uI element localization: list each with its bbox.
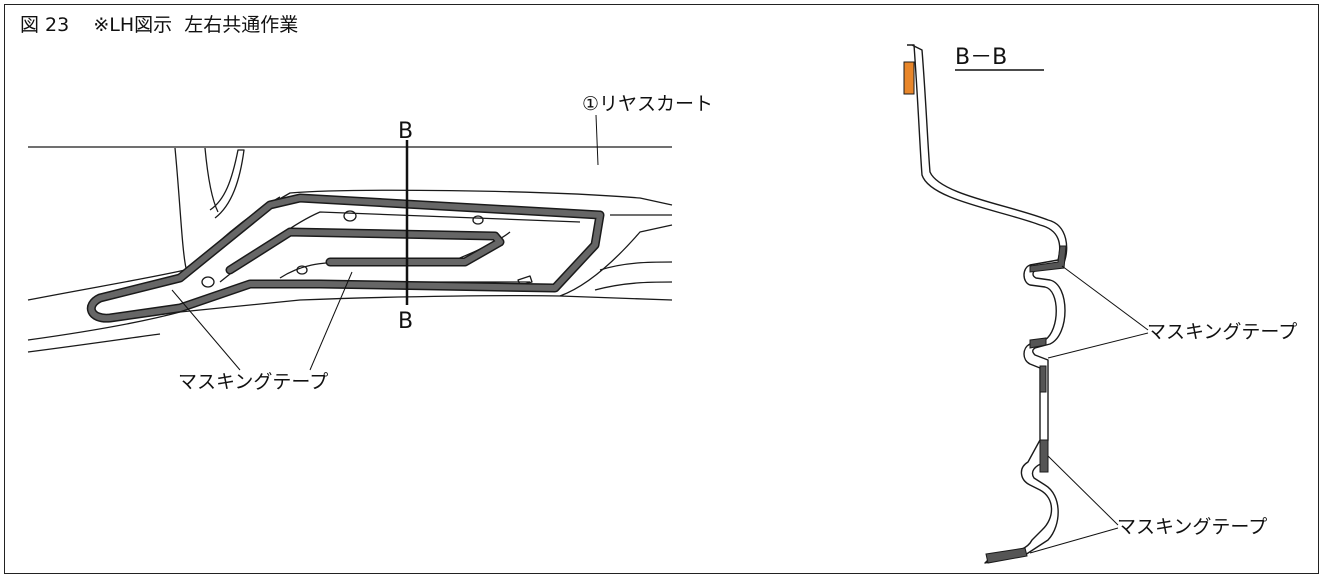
tape-strip — [985, 547, 1028, 564]
rear-skirt-view — [27, 146, 673, 353]
skirt-lower-edge-2 — [27, 333, 161, 353]
masking-tape-label-lower: マスキングテープ — [1117, 516, 1267, 538]
tape-strip — [1039, 365, 1047, 393]
tape-strip — [1029, 337, 1047, 349]
skirt-panel-edge — [174, 147, 187, 269]
section-title: B－B — [955, 45, 1007, 70]
leader-line — [1029, 527, 1119, 554]
section-label-top: B — [398, 119, 413, 144]
leader-line — [171, 289, 241, 371]
section-profile-outline — [907, 44, 1068, 564]
skirt-notch — [209, 149, 245, 219]
clip-hole — [472, 215, 484, 225]
skirt-right-line — [599, 261, 673, 271]
tape-strip — [1039, 439, 1049, 473]
part-label-rear-skirt: ①リヤスカート — [582, 93, 713, 115]
masking-tape-label: マスキングテープ — [178, 371, 328, 393]
section-label-bottom: B — [398, 309, 413, 334]
leader-line — [1061, 265, 1149, 331]
skirt-right-line-2 — [594, 281, 673, 291]
tape-strip — [1029, 245, 1067, 273]
figure-number: 図 23 — [20, 14, 70, 36]
figure-header: 図 23 ※LH図示 左右共通作業 — [20, 10, 298, 37]
tape-inner — [227, 229, 503, 273]
section-profile — [907, 44, 1068, 564]
leader-line — [595, 114, 599, 166]
orange-tape — [903, 61, 915, 95]
tape-outer — [88, 195, 603, 322]
leader-line — [1047, 455, 1119, 526]
leader-line — [309, 271, 353, 371]
masking-tape-section — [985, 245, 1067, 564]
skirt-right-curve — [559, 224, 673, 297]
clip-hole — [296, 265, 308, 275]
skirt-lower-edge — [27, 294, 673, 341]
masking-tape-left — [86, 193, 605, 323]
skirt-panel-edge — [204, 147, 219, 213]
figure-note: ※LH図示 左右共通作業 — [93, 14, 299, 36]
masking-tape-label-upper: マスキングテープ — [1147, 321, 1297, 343]
clip-hole — [343, 210, 357, 222]
leader-line — [1047, 332, 1149, 359]
clip-hole — [201, 276, 215, 288]
